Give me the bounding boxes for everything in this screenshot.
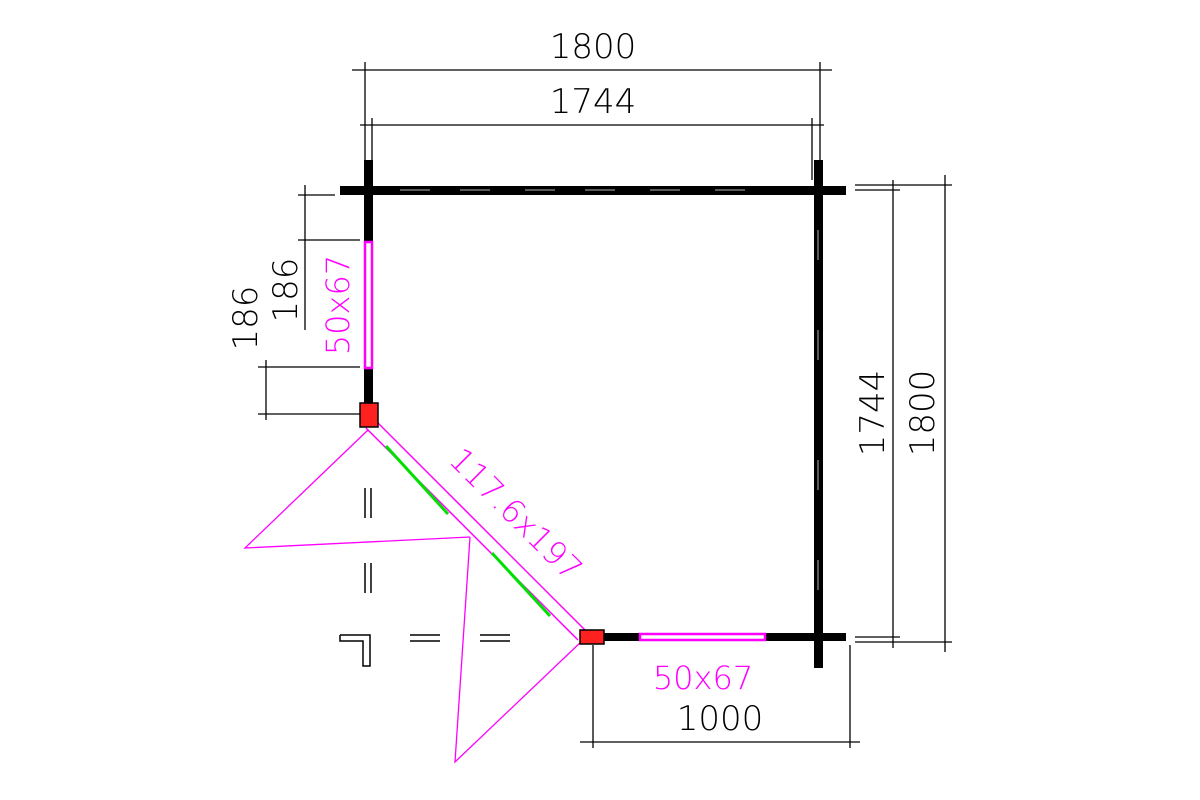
door-leaf-1 <box>384 444 450 516</box>
left-wall-lower <box>364 368 373 410</box>
right-post <box>814 160 823 668</box>
dim-top-inner: 1744 <box>550 82 637 122</box>
bottom-wall-right <box>765 633 846 641</box>
bottom-wall-left <box>590 633 640 641</box>
hinge-top <box>359 402 379 428</box>
walls <box>340 160 846 668</box>
dim-bottom: 1000 <box>677 699 764 739</box>
hidden-lines <box>339 488 510 667</box>
dim-right-outer: 1800 <box>903 370 943 457</box>
hinge-bottom <box>579 629 605 645</box>
door-leaf-2 <box>490 551 552 618</box>
bottom-window[interactable] <box>638 632 767 642</box>
dim-left-outer: 186 <box>226 286 266 351</box>
left-window[interactable] <box>363 240 374 370</box>
dim-top-outer: 1800 <box>550 27 637 67</box>
door-swing-2 <box>454 536 584 764</box>
dim-right-inner: 1744 <box>853 370 893 457</box>
door-label: 117.6x197 <box>442 440 590 588</box>
left-post <box>364 160 373 242</box>
dim-left-inner: 186 <box>266 258 306 323</box>
dimension-lines <box>258 62 952 748</box>
door-swing-1 <box>243 429 471 549</box>
door[interactable] <box>243 402 605 764</box>
left-window-label: 50x67 <box>319 255 357 355</box>
bottom-window-label: 50x67 <box>653 659 753 697</box>
